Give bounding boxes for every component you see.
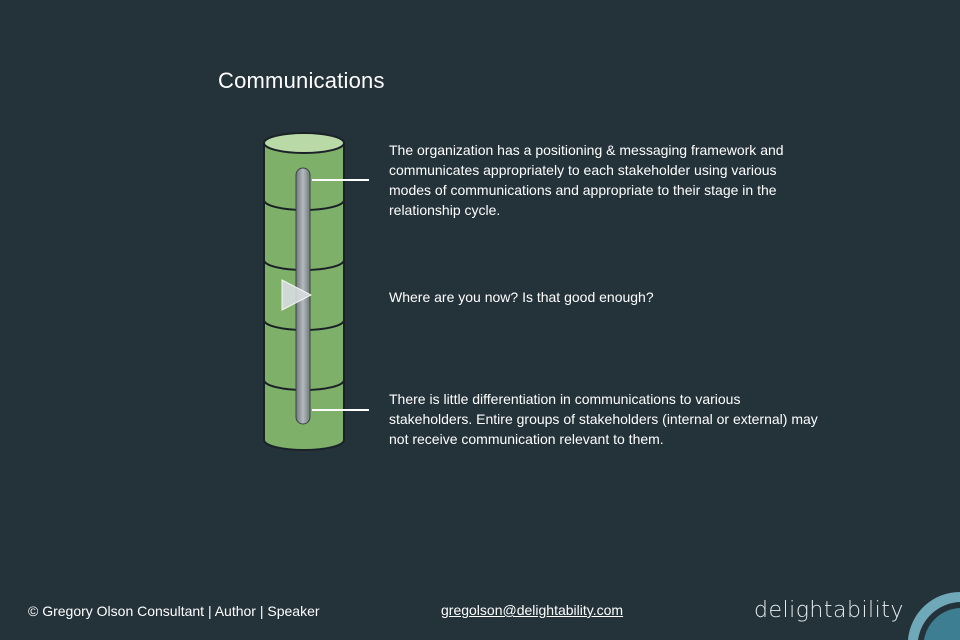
logo-arc-icon	[908, 591, 960, 640]
email-link[interactable]: gregolson@delightability.com	[441, 602, 624, 618]
cylinder-top	[263, 132, 345, 154]
top-description: The organization has a positioning & mes…	[389, 142, 784, 218]
middle-question: Where are you now? Is that good enough?	[389, 289, 654, 305]
footer-credit: © Gregory Olson Consultant | Author | Sp…	[28, 603, 320, 619]
logo-text: delightability	[754, 598, 904, 623]
position-marker	[281, 279, 313, 311]
bottom-description: There is little differentiation in commu…	[389, 391, 818, 447]
slide-title: Communications	[218, 68, 385, 93]
